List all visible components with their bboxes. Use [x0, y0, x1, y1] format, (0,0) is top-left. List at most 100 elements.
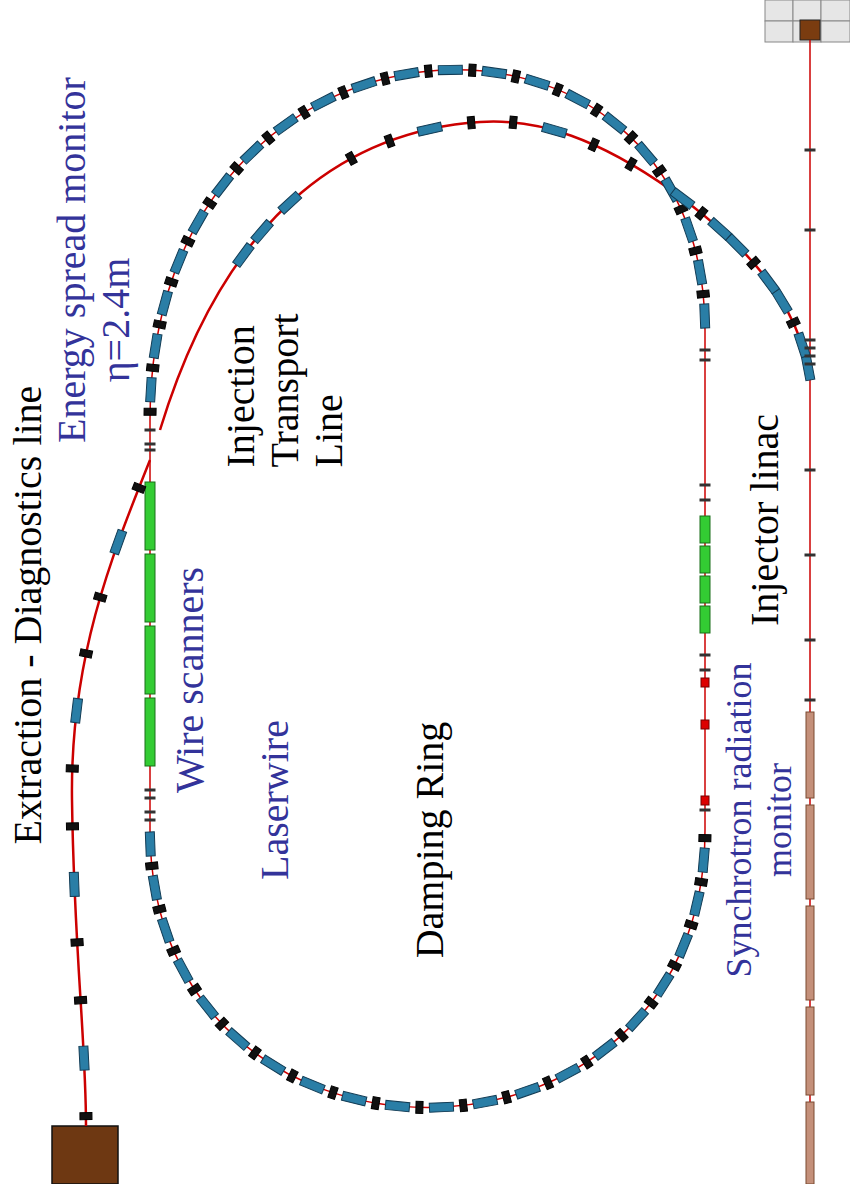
dipole-magnet [110, 529, 127, 555]
beam-monitor-tick [805, 339, 815, 341]
dipole-magnet [233, 243, 254, 268]
dipole-magnet [593, 1038, 617, 1060]
quadrupole-magnet [262, 131, 275, 145]
beamline-label: η=2.4m [94, 258, 138, 383]
beam-monitor-tick [145, 819, 155, 821]
quadrupole-magnet [287, 1069, 299, 1083]
quadrupole-magnet [459, 1099, 467, 1112]
dipole-magnet [278, 191, 302, 214]
monitor-square [701, 796, 709, 805]
dipole-magnet [635, 142, 657, 166]
extraction-beamline [72, 460, 150, 1126]
dipole-magnet [675, 933, 692, 959]
beam-monitor-tick [805, 347, 815, 349]
dipole-magnet [240, 141, 264, 164]
quadrupole-magnet [668, 960, 682, 972]
quadrupole-magnet [66, 765, 78, 772]
quadrupole-magnet [509, 116, 517, 129]
quadrupole-magnet [249, 1046, 262, 1060]
dipole-magnet [524, 74, 550, 90]
quadrupole-magnet [625, 157, 637, 171]
beam-monitor-tick [805, 699, 815, 701]
dipole-magnet [394, 68, 419, 81]
quadrupole-magnet [786, 317, 800, 328]
dipole-magnet [212, 173, 234, 197]
beam-monitor-tick [700, 809, 710, 811]
beamline-label: Damping Ring [408, 722, 452, 959]
dump-cell [793, 0, 821, 21]
quadrupole-magnet [74, 996, 86, 1004]
quadrupole-magnet [328, 1086, 338, 1100]
beam-monitor-tick [805, 355, 815, 357]
accelerator-structure [806, 712, 814, 798]
quadrupole-magnet [215, 1017, 229, 1030]
quadrupole-magnet [542, 1076, 553, 1090]
wiggler-magnet [700, 606, 710, 633]
beam-monitor-tick [700, 484, 710, 486]
dipole-magnet [417, 122, 442, 136]
quadrupole-magnet [153, 904, 166, 914]
quadrupole-magnet [581, 1055, 593, 1069]
beam-monitor-tick [700, 499, 710, 501]
dipole-magnet [311, 92, 336, 111]
dipole-magnet [261, 1055, 286, 1075]
monitor-squares [701, 678, 709, 805]
accelerator-structure [806, 1007, 814, 1095]
dump-cell [793, 21, 821, 42]
beam-monitor-tick [805, 469, 815, 471]
dipole-magnet [79, 1046, 89, 1070]
quadrupole-magnet [416, 1101, 423, 1113]
accelerator-structure [806, 906, 814, 1000]
dipole-magnet [148, 875, 161, 900]
quadrupole-magnet [144, 408, 156, 415]
wiggler-magnet [145, 698, 155, 766]
quadrupole-magnet [338, 86, 349, 100]
dipole-magnet [602, 112, 626, 134]
dipole-magnet [555, 1064, 580, 1083]
quadrupole-magnet [145, 862, 158, 870]
quadrupole-magnet [146, 364, 159, 372]
beam-monitor-tick [145, 789, 155, 791]
beam-monitor-tick [700, 349, 710, 351]
quadrupole-magnet [384, 134, 395, 148]
dipole-magnet [69, 872, 79, 896]
quadrupole-magnet [203, 197, 217, 209]
dipole-magnet [700, 304, 710, 328]
dipole-magnet [653, 972, 673, 997]
quadrupole-magnet [80, 1113, 92, 1120]
quadrupole-magnet [511, 70, 520, 83]
quadrupole-magnet [345, 152, 357, 166]
quadrupole-magnet [468, 64, 476, 76]
quadrupole-magnet [188, 983, 202, 995]
quadrupole-magnet [230, 162, 244, 175]
quadrupole-magnet [588, 138, 599, 152]
dipole-magnet [429, 1102, 453, 1112]
beam-monitor-tick [805, 554, 815, 556]
dipole-magnet [174, 958, 193, 983]
dipole-magnet [149, 333, 162, 358]
monitor-square [701, 720, 709, 729]
quadrupole-magnet [66, 823, 78, 830]
dipole-magnet [188, 209, 208, 234]
beam-monitor-tick [145, 429, 155, 431]
quadrupole-magnet [697, 290, 710, 298]
quadrupole-magnet [552, 83, 563, 97]
wiggler-magnet [700, 546, 710, 573]
beamline-label: Energy spread monitor [50, 77, 94, 443]
dipole-magnet [196, 995, 218, 1019]
dipole-magnet [542, 123, 568, 138]
quadrupole-magnet [615, 1028, 628, 1042]
magnet-lattice [66, 64, 815, 1120]
beam-monitor-tick [805, 149, 815, 151]
beamline-label: Synchrotron radiation monitor [720, 650, 799, 990]
dipole-magnet [801, 356, 814, 381]
dipole-magnet [341, 1091, 366, 1105]
dipole-magnet [708, 218, 732, 241]
beamline-label: Extraction - Diagnostics line [6, 386, 50, 845]
monitor-square [701, 678, 709, 687]
dipole-magnet [698, 848, 709, 873]
quadrupole-magnet [502, 1091, 512, 1104]
quadrupole-magnet [94, 592, 107, 602]
beam-monitor-tick [805, 229, 815, 231]
